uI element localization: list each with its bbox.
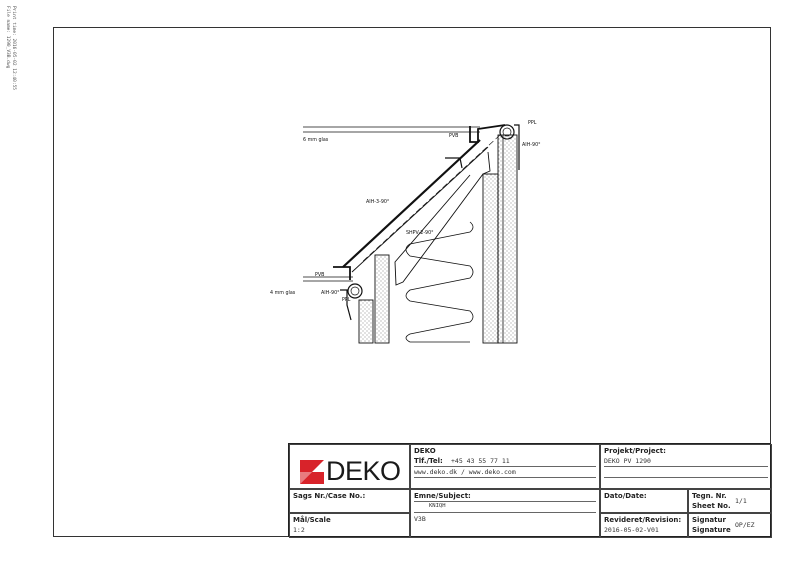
- date-label: Dato/Date:: [604, 492, 647, 500]
- label-ppl-bottom: PPL: [342, 298, 351, 303]
- bottom-left-panel: [358, 299, 374, 344]
- revision-value: 2016-05-02-V01: [604, 526, 659, 534]
- deko-logo: DEKO: [300, 456, 401, 487]
- deko-logo-icon: [300, 459, 324, 484]
- signature-value: OP/EZ: [735, 521, 755, 529]
- sheet-label2: Sheet No.: [692, 502, 731, 510]
- label-ppl-top: PPL: [528, 121, 537, 126]
- company-name: DEKO: [414, 447, 436, 455]
- sheet-value: 1/1: [735, 497, 747, 505]
- label-aih-bottom: AIH-90°: [321, 291, 340, 296]
- title-block: DEKO DEKO Tlf./Tel: +45 43 55 77 11 www.…: [288, 443, 772, 538]
- subject-line1: KNIQH: [429, 503, 446, 509]
- subject-line2: V3B: [414, 515, 426, 523]
- deko-logo-text: DEKO: [326, 456, 401, 486]
- case-label: Sags Nr./Case No.:: [293, 492, 366, 500]
- subject-cell: Emne/Subject: KNIQH V3B: [410, 489, 600, 538]
- label-pvb-bottom: PVB: [315, 273, 325, 278]
- inner-slanted-member: [394, 151, 491, 286]
- label-aih-top: AIH-90°: [522, 143, 541, 148]
- slanted-profile-outer: [342, 139, 481, 268]
- project-label: Projekt/Project:: [604, 447, 666, 455]
- label-glass-4mm: 4 mm glas: [270, 291, 296, 296]
- case-cell: Sags Nr./Case No.:: [289, 489, 410, 513]
- bottom-gasket: [347, 283, 363, 299]
- label-pvb-top: PVB: [449, 134, 459, 139]
- scale-cell: Mål/Scale 1:2: [289, 513, 410, 538]
- logo-cell: DEKO: [289, 444, 410, 489]
- heating-coil: [405, 221, 474, 343]
- sheet-label1: Tegn. Nr.: [692, 492, 727, 500]
- revision-cell: Revideret/Revision: 2016-05-02-V01: [600, 513, 688, 538]
- center-line: [361, 134, 501, 263]
- signature-label2: Signature: [692, 526, 731, 534]
- label-shpv: SHPV-2-90°: [406, 231, 434, 236]
- sheet-cell: Tegn. Nr. Sheet No. 1/1: [688, 489, 772, 513]
- signature-cell: Signatur Signature OP/EZ: [688, 513, 772, 538]
- phone-value: +45 43 55 77 11: [451, 457, 510, 465]
- project-value: DEKO PV 1290: [604, 457, 651, 465]
- right-panel: [497, 134, 518, 344]
- subject-label: Emne/Subject:: [414, 492, 471, 500]
- signature-label1: Signatur: [692, 516, 726, 524]
- web-link: www.deko.dk / www.deko.com: [414, 468, 516, 476]
- revision-label: Revideret/Revision:: [604, 516, 682, 524]
- inner-panel: [482, 173, 499, 344]
- phone-label: Tlf./Tel:: [414, 457, 443, 465]
- project-cell: Projekt/Project: DEKO PV 1290: [600, 444, 772, 489]
- company-cell: DEKO Tlf./Tel: +45 43 55 77 11 www.deko.…: [410, 444, 600, 489]
- scale-label: Mål/Scale: [293, 516, 331, 524]
- label-glass-6mm: 6 mm glas: [303, 138, 329, 143]
- date-cell: Dato/Date:: [600, 489, 688, 513]
- scale-value: 1:2: [293, 526, 305, 534]
- label-aih3: AIH-3-90°: [366, 200, 390, 205]
